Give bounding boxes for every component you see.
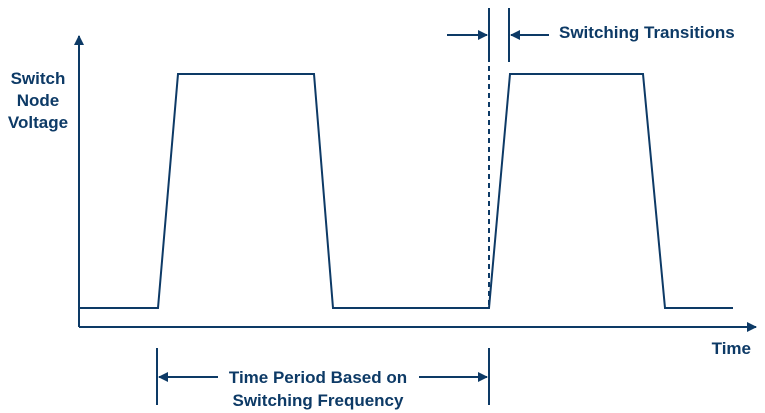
transition-markers [447, 8, 549, 62]
period-dimension [156, 348, 490, 405]
y-axis-label-line-1: Switch [11, 69, 66, 88]
axes [74, 35, 757, 332]
y-axis-label-line-3: Voltage [8, 113, 68, 132]
period-label-line-1: Time Period Based on [229, 368, 407, 387]
x-axis-label: Time [712, 339, 751, 358]
y-axis-label-line-2: Node [17, 91, 60, 110]
switching-transitions-label: Switching Transitions [559, 23, 735, 42]
period-label-line-2: Switching Frequency [233, 391, 405, 410]
voltage-waveform [80, 73, 733, 309]
